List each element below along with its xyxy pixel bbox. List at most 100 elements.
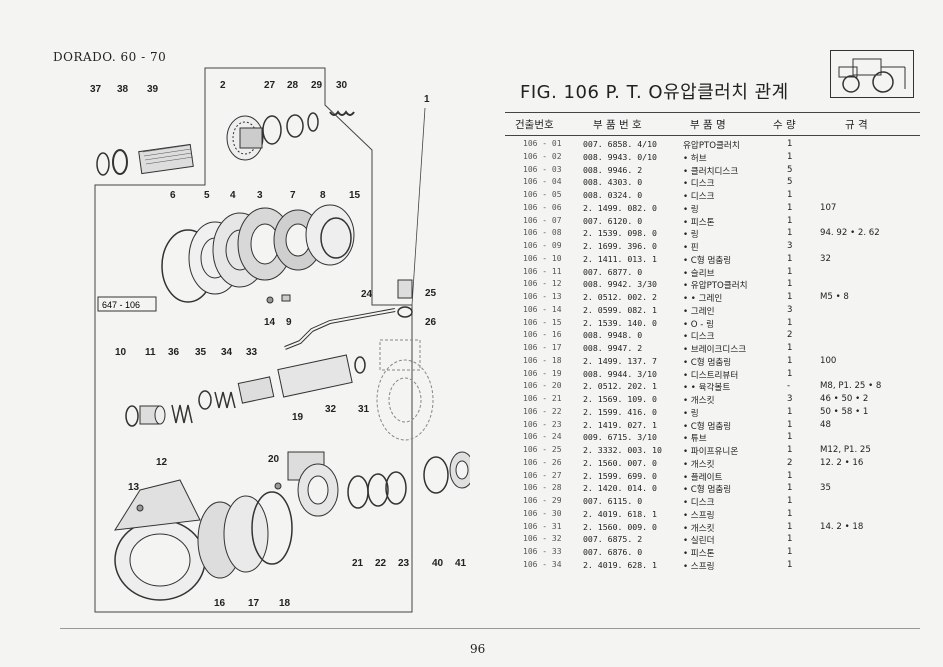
row-part-number: 007. 6120. 0 <box>583 215 643 226</box>
row-part-number: 2. 1420. 014. 0 <box>583 483 657 494</box>
row-part-name: • 디스크 <box>683 179 715 190</box>
row-part-name: • 스프링 <box>683 510 715 521</box>
row-part-name: • 슬리브 <box>683 268 715 279</box>
row-part-number: 008. 9944. 3/10 <box>583 368 657 379</box>
row-spec: 50 • 58 • 1 <box>820 406 869 417</box>
callout-15: 15 <box>349 190 361 201</box>
callout-34: 34 <box>221 347 233 358</box>
callout-10: 10 <box>115 347 127 358</box>
row-ref-no: 106 - 21 <box>523 394 562 403</box>
ring-22 <box>367 473 389 507</box>
row-qty: 1 <box>787 279 793 290</box>
row-qty: 5 <box>787 177 793 188</box>
shaft-39 <box>138 143 194 175</box>
callout-1: 1 <box>424 94 430 105</box>
row-part-name: • C형 멈춤링 <box>683 255 732 266</box>
callout-8: 8 <box>320 190 326 201</box>
row-part-name: • 그레인 <box>683 306 715 317</box>
row-ref-no: 106 - 30 <box>523 508 562 518</box>
gasket-21 <box>347 475 369 509</box>
header-qty: 수 량 <box>773 119 796 131</box>
ring-40 <box>423 456 449 494</box>
row-part-name: • O - 링 <box>683 319 715 330</box>
row-qty: 1 <box>787 253 793 264</box>
row-qty: - <box>787 381 791 392</box>
callout-31: 31 <box>358 404 370 415</box>
row-ref-no: 106 - 10 <box>523 253 562 263</box>
row-qty: 2 <box>787 330 793 341</box>
row-ref-no: 106 - 12 <box>523 279 562 289</box>
callout-27: 27 <box>264 80 276 91</box>
row-part-number: 007. 6858. 4/10 <box>583 139 657 149</box>
row-qty: 1 <box>787 343 793 353</box>
row-spec: 35 <box>820 483 831 494</box>
brake-disc-17 <box>223 495 269 573</box>
union-25 <box>397 279 413 299</box>
callout-40: 40 <box>432 558 444 569</box>
row-ref-no: 106 - 27 <box>523 470 562 480</box>
row-spec: 48 <box>820 419 831 430</box>
row-part-number: 007. 6876. 0 <box>583 547 643 557</box>
model-header: DORADO. 60 - 70 <box>53 50 167 64</box>
callout-35: 35 <box>195 347 207 358</box>
row-qty: 1 <box>787 190 793 200</box>
row-part-number: 2. 1499. 137. 7 <box>583 355 657 366</box>
callout-9: 9 <box>286 317 292 328</box>
row-qty: 1 <box>787 317 793 328</box>
row-part-number: 2. 1411. 013. 1 <box>583 253 657 264</box>
row-part-number: 2. 0599. 082. 1 <box>583 304 657 315</box>
row-ref-no: 106 - 18 <box>523 355 562 365</box>
ring-29 <box>307 112 319 132</box>
row-part-name: • 개스킷 <box>683 523 715 534</box>
row-part-number: 2. 1599. 416. 0 <box>583 406 657 417</box>
row-part-number: 2. 1560. 009. 0 <box>583 521 657 532</box>
row-qty: 1 <box>787 547 793 557</box>
row-part-number: 007. 6115. 0 <box>583 496 643 506</box>
row-qty: 1 <box>787 151 793 162</box>
row-ref-no: 106 - 32 <box>523 534 562 544</box>
row-ref-no: 106 - 02 <box>523 151 562 161</box>
callout-41: 41 <box>455 558 467 569</box>
ring-28 <box>286 114 304 138</box>
callout-36: 36 <box>168 347 180 358</box>
row-part-number: 2. 1539. 140. 0 <box>583 317 657 328</box>
row-spec: 94. 92 • 2. 62 <box>820 228 880 239</box>
row-part-number: 2. 0512. 002. 2 <box>583 292 657 302</box>
row-ref-no: 106 - 31 <box>523 521 562 531</box>
callout-leader-1 <box>411 107 426 306</box>
row-ref-no: 106 - 23 <box>523 419 562 429</box>
figure-title: FIG. 106 P. T. O유압클러치 관계 <box>520 82 789 103</box>
diagram-frame <box>94 67 413 613</box>
callout-29: 29 <box>311 80 323 91</box>
callout-2: 2 <box>220 80 226 91</box>
parts-table-header: 건출번호 부 품 번 호 부 품 명 수 량 규 격 <box>505 112 920 136</box>
row-ref-no: 106 - 17 <box>523 343 562 352</box>
ring-18 <box>251 491 293 565</box>
callout-18: 18 <box>279 598 291 609</box>
callout-38: 38 <box>117 84 129 95</box>
row-ref-no: 106 - 22 <box>523 406 562 416</box>
row-part-name: • 허브 <box>683 153 707 164</box>
callout-28: 28 <box>287 80 299 91</box>
row-spec: M5 • 8 <box>820 292 849 302</box>
distributor-19 <box>287 451 339 517</box>
row-part-number: 2. 4019. 618. 1 <box>583 508 657 519</box>
row-qty: 1 <box>787 215 793 226</box>
tractor-icon <box>830 50 914 98</box>
